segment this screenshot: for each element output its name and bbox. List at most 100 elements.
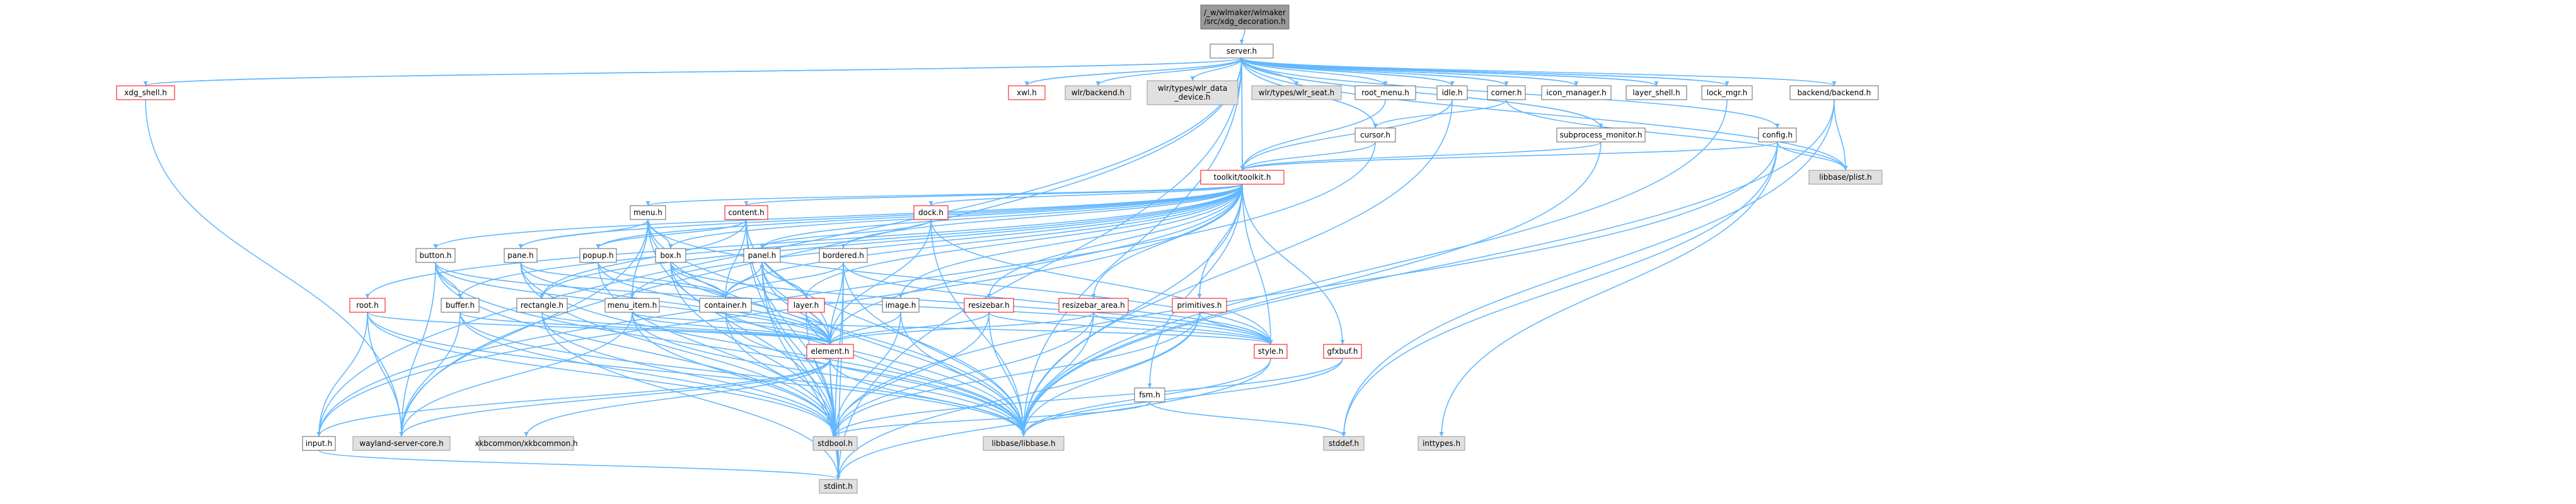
node-wlr-seat[interactable]: wlr/types/wlr_seat.h xyxy=(1251,85,1342,100)
node-box xyxy=(1354,85,1416,100)
node-input[interactable]: input.h xyxy=(302,436,336,451)
node-stddef[interactable]: stddef.h xyxy=(1323,436,1365,451)
node-box xyxy=(655,248,686,263)
node-label: server.h xyxy=(1227,47,1257,56)
edge-toolkit-to-container xyxy=(725,184,1243,299)
arrowhead-server-to-xdg_shell xyxy=(143,81,148,86)
node-label: resizebar_area.h xyxy=(1062,301,1124,310)
node-element[interactable]: element.h xyxy=(806,344,854,359)
node-libbase-plist[interactable]: libbase/plist.h xyxy=(1808,170,1883,185)
edge-cursor-to-input xyxy=(318,141,1376,437)
node-inttypes[interactable]: inttypes.h xyxy=(1418,436,1465,451)
node-style[interactable]: style.h xyxy=(1254,344,1288,359)
edge-toolkit-to-fsm xyxy=(1149,184,1243,389)
node-primitives[interactable]: primitives.h xyxy=(1172,298,1227,313)
node-cursor[interactable]: cursor.h xyxy=(1354,127,1396,143)
node-box xyxy=(1200,4,1290,30)
node-rectangle[interactable]: rectangle.h xyxy=(516,298,568,313)
node-box xyxy=(819,479,858,494)
node-label: libbase/libbase.h xyxy=(991,439,1055,448)
edge-root_h-to-input xyxy=(318,312,368,437)
node-label: root_menu.h xyxy=(1361,88,1409,97)
edge-bordered-to-libbase xyxy=(843,262,1024,437)
edge-box-to-container xyxy=(670,262,726,299)
node-xdg-shell[interactable]: xdg_shell.h xyxy=(116,85,175,100)
node-idle[interactable]: idle.h xyxy=(1436,85,1468,100)
node-pane[interactable]: pane.h xyxy=(504,248,538,263)
node-wlr-backend[interactable]: wlr/backend.h xyxy=(1065,85,1131,100)
node-label: input.h xyxy=(306,439,332,448)
node-box xyxy=(1058,298,1129,313)
edge-backend-to-libbase xyxy=(1023,99,1835,437)
node-config[interactable]: config.h xyxy=(1758,127,1797,143)
node-image[interactable]: image.h xyxy=(882,298,920,313)
edge-corner-to-libbase_plist xyxy=(1506,99,1846,171)
edge-root_h-to-wayland_server_core xyxy=(367,312,402,437)
node-box xyxy=(964,298,1014,313)
node-popup[interactable]: popup.h xyxy=(579,248,617,263)
node-stdbool[interactable]: stdbool.h xyxy=(812,436,858,451)
node-content[interactable]: content.h xyxy=(724,205,768,220)
node-xwl[interactable]: xwl.h xyxy=(1008,85,1046,100)
node-wlr-data-device[interactable]: wlr/types/wlr_data_device.h xyxy=(1146,80,1239,105)
node-dock[interactable]: dock.h xyxy=(913,205,949,220)
node-resizebar-area[interactable]: resizebar_area.h xyxy=(1058,298,1129,313)
node-root-h[interactable]: root.h xyxy=(349,298,386,313)
node-lock-mgr[interactable]: lock_mgr.h xyxy=(1701,85,1753,100)
node-fsm[interactable]: fsm.h xyxy=(1134,387,1165,402)
node-label: stdint.h xyxy=(824,482,853,491)
node-label: primitives.h xyxy=(1177,301,1222,310)
node-resizebar[interactable]: resizebar.h xyxy=(964,298,1014,313)
node-box[interactable]: box.h xyxy=(655,248,686,263)
edge-menu-to-style xyxy=(647,219,1271,345)
node-box xyxy=(1758,127,1797,143)
edge-root_h-to-libbase xyxy=(367,312,1024,437)
node-icon-manager[interactable]: icon_manager.h xyxy=(1541,85,1612,100)
node-wayland-server-core[interactable]: wayland-server-core.h xyxy=(352,436,451,451)
node-backend[interactable]: backend/backend.h xyxy=(1789,85,1879,100)
node-stdint[interactable]: stdint.h xyxy=(819,479,858,494)
node-button[interactable]: button.h xyxy=(415,248,456,263)
edge-menu_item-to-style xyxy=(632,312,1271,345)
arrowhead-toolkit-to-resizebar xyxy=(986,294,991,298)
arrowhead-fsm-to-stddef xyxy=(1341,432,1346,437)
edge-button-to-wayland_server_core xyxy=(401,262,436,437)
node-toolkit[interactable]: toolkit/toolkit.h xyxy=(1200,170,1285,185)
node-panel[interactable]: panel.h xyxy=(743,248,781,263)
arrowhead-content-to-rectangle xyxy=(540,294,545,298)
edge-server-to-backend xyxy=(1241,57,1835,86)
edge-resizebar_area-to-stdbool xyxy=(835,312,1094,437)
edge-image-to-element xyxy=(829,312,901,345)
edge-content-to-popup xyxy=(598,219,747,249)
edge-idle-to-toolkit xyxy=(1242,99,1453,171)
arrowhead-toolkit-to-fsm xyxy=(1147,384,1152,388)
node-gfxbuf[interactable]: gfxbuf.h xyxy=(1323,344,1362,359)
node-menu[interactable]: menu.h xyxy=(630,205,666,220)
arrowhead-corner-to-cursor xyxy=(1373,124,1378,128)
node-box xyxy=(116,85,175,100)
node-box xyxy=(516,298,568,313)
arrowhead-server-to-wlr_data_device xyxy=(1190,76,1195,81)
node-xkbcommon[interactable]: xkbcommon/xkbcommon.h xyxy=(475,436,578,451)
node-label: backend/backend.h xyxy=(1798,88,1871,97)
edge-xwl-to-server xyxy=(1026,57,1242,86)
node-bordered[interactable]: bordered.h xyxy=(819,248,868,263)
node-root[interactable]: /_w/wlmaker/wlmaker/src/xdg_decoration.h xyxy=(1200,4,1290,30)
arrowhead-element-to-xkbcommon xyxy=(524,432,529,437)
node-buffer[interactable]: buffer.h xyxy=(441,298,480,313)
node-server[interactable]: server.h xyxy=(1210,44,1274,59)
node-layer-shell[interactable]: layer_shell.h xyxy=(1626,85,1687,100)
node-label: rectangle.h xyxy=(521,301,563,310)
node-box xyxy=(1789,85,1879,100)
edge-toolkit-to-libbase xyxy=(1023,184,1243,437)
node-menu-item[interactable]: menu_item.h xyxy=(604,298,660,313)
node-box xyxy=(806,344,854,359)
node-corner[interactable]: corner.h xyxy=(1487,85,1526,100)
node-box xyxy=(812,436,858,451)
node-libbase[interactable]: libbase/libbase.h xyxy=(983,436,1065,451)
node-layer[interactable]: layer.h xyxy=(787,298,825,313)
node-container[interactable]: container.h xyxy=(699,298,752,313)
node-root-menu[interactable]: root_menu.h xyxy=(1354,85,1416,100)
node-subprocess-monitor[interactable]: subprocess_monitor.h xyxy=(1556,127,1646,143)
